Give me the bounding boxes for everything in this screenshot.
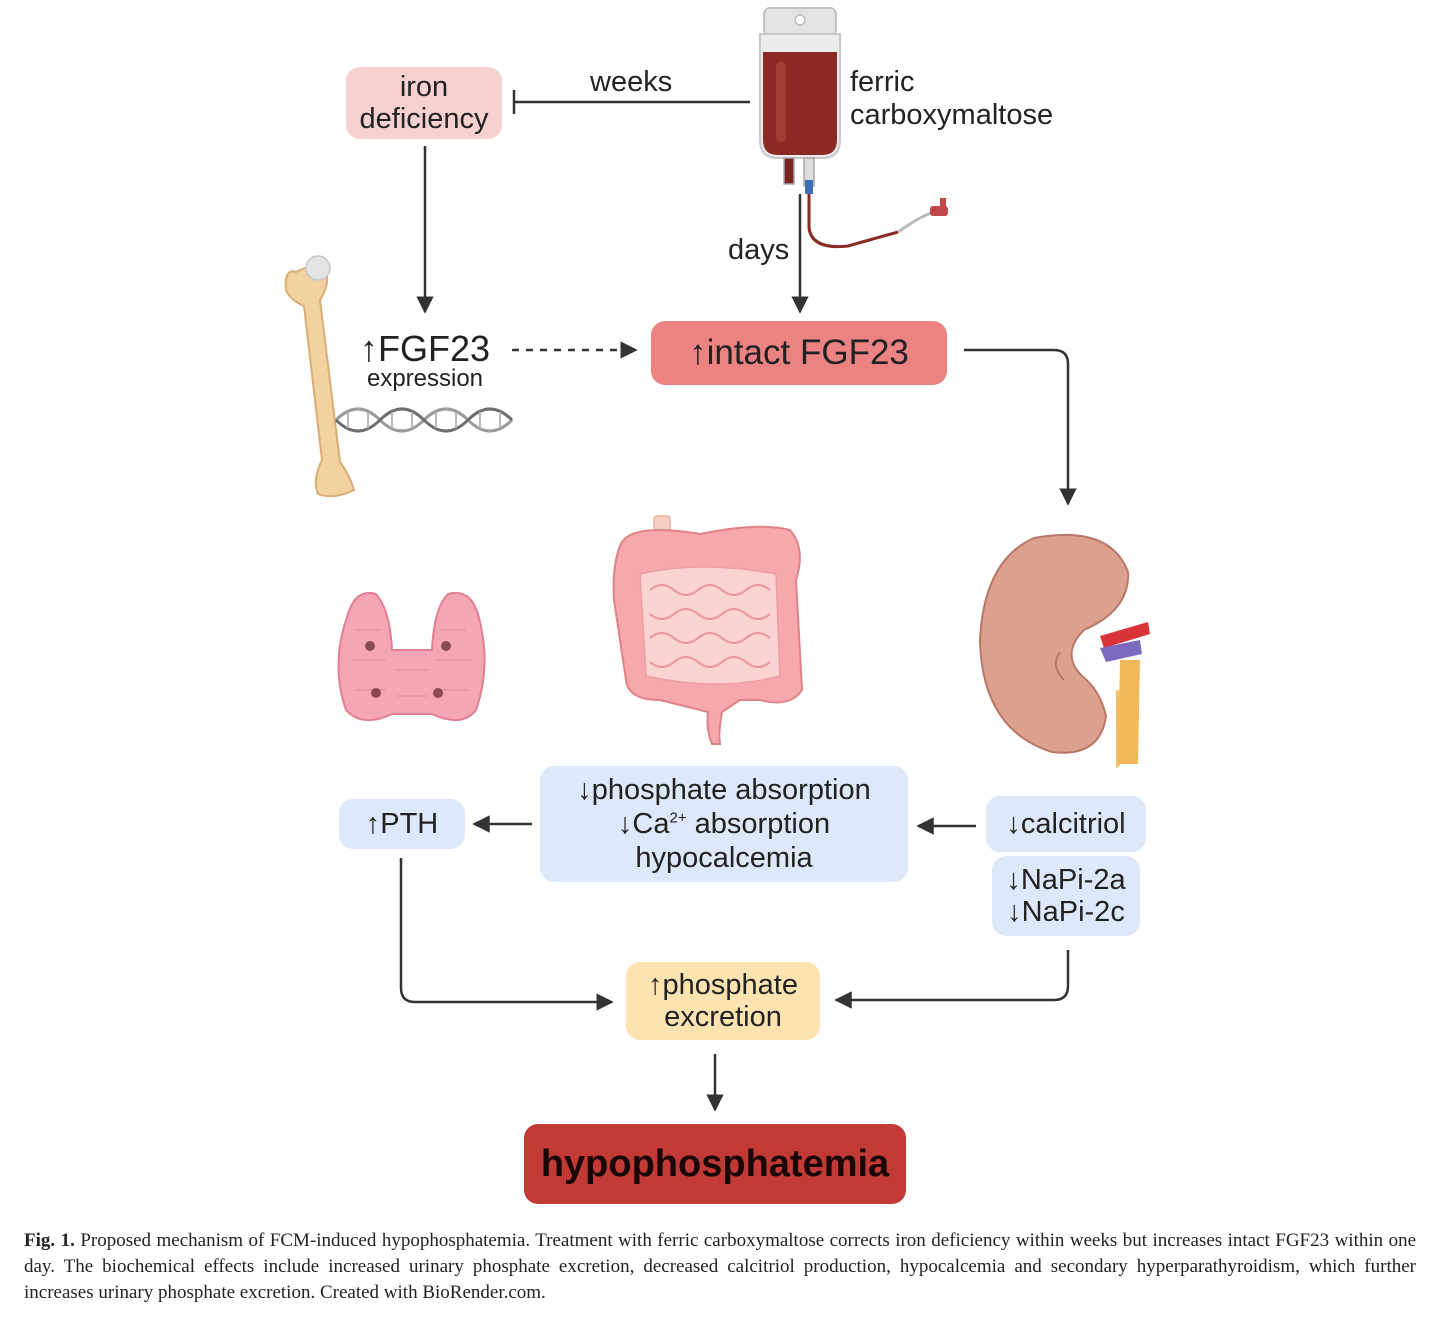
calcium-absorption-text: ↓Ca2+ absorption [618,807,830,841]
intestine-icon [612,515,804,745]
intact-fgf23-box: ↑intact FGF23 [651,321,947,385]
calcium-suffix: absorption [686,807,831,840]
fgf23-expression-label: ↑FGF23 expression [352,328,498,393]
iron-deficiency-line1: iron [399,70,449,103]
napi-box: ↓NaPi-2a ↓NaPi-2c [992,856,1140,936]
pth-box: ↑PTH [339,799,465,849]
arrow-napi-to-excretion [834,950,1070,1009]
diagram-graphics [284,7,1150,1112]
iron-deficiency-box: iron deficiency [346,67,502,139]
calcium-prefix: ↓Ca [617,807,670,840]
phosphate-excretion-line2: excretion [664,1001,782,1033]
ferric-carboxymaltose-label: ferric carboxymaltose [850,66,1053,133]
napi-2c-text: ↓NaPi-2c [1007,896,1125,928]
figure-caption: Fig. 1. Proposed mechanism of FCM-induce… [24,1228,1416,1306]
intact-fgf23-text: ↑intact FGF23 [689,333,909,373]
phosphate-excretion-line1: ↑phosphate [648,968,798,1001]
hypocalcemia-text: hypocalcemia [635,842,813,875]
calcitriol-text: ↓calcitriol [1006,807,1126,840]
absorption-box: ↓phosphate absorption ↓Ca2+ absorption h… [540,766,908,882]
bone-icon [284,255,356,498]
napi-2a-text: ↓NaPi-2a [1006,863,1126,896]
arrows [399,90,1077,1112]
arrow-intact-fgf23-to-kidney [964,348,1077,506]
fcm-line2: carboxymaltose [850,99,1054,132]
caption-label: Fig. 1. [24,1230,75,1251]
mechanism-diagram: iron deficiency weeks ferric carboxymalt… [284,7,1150,1204]
kidney-icon [978,533,1150,768]
phosphate-excretion-box: ↑phosphate excretion [626,962,820,1040]
iv-bag-icon [759,7,948,249]
weeks-label: weeks [590,66,673,98]
hypophosphatemia-text: hypophosphatemia [540,1142,890,1185]
iron-deficiency-line2: deficiency [359,103,489,135]
fgf23-main: ↑FGF23 [359,328,491,369]
pth-text: ↑PTH [365,807,439,840]
calcitriol-box: ↓calcitriol [986,796,1146,852]
fcm-line1: ferric [850,66,915,98]
phosphate-absorption-text: ↓phosphate absorption [577,773,871,806]
fgf23-sub: expression [366,365,484,393]
calcium-charge: 2+ [669,809,687,827]
arrow-pth-to-excretion [399,858,614,1011]
thyroid-icon [337,592,486,721]
dna-icon [334,407,514,433]
caption-text: Proposed mechanism of FCM-induced hypoph… [24,1230,1417,1303]
days-label: days [728,234,790,266]
hypophosphatemia-box: hypophosphatemia [524,1124,906,1204]
